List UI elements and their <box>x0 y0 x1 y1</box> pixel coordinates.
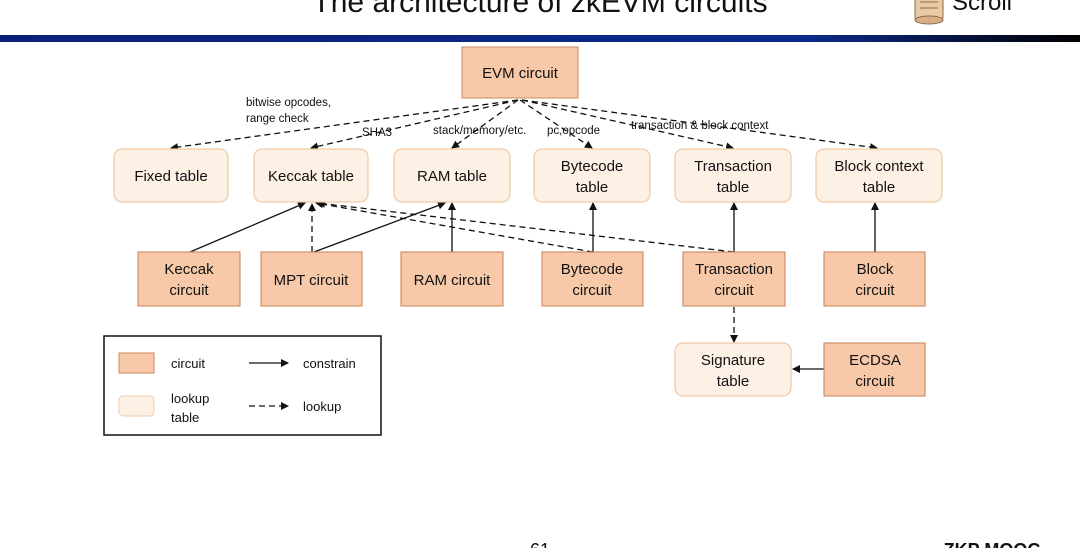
svg-text:Block context: Block context <box>834 158 924 175</box>
svg-text:Transaction: Transaction <box>694 158 772 175</box>
svg-text:Bytecode: Bytecode <box>561 158 624 175</box>
svg-text:Block: Block <box>857 261 894 278</box>
legend-table-label-1: lookup <box>171 391 209 406</box>
legend-constrain-label: constrain <box>303 356 356 371</box>
legend: circuit lookup table constrain lookup <box>103 335 382 436</box>
svg-text:table: table <box>576 179 609 196</box>
mpt-circuit-node: MPT circuit <box>260 251 363 307</box>
legend-table-swatch <box>118 395 155 417</box>
svg-text:table: table <box>717 373 750 390</box>
keccak-circuit-node: Keccak circuit <box>137 251 241 307</box>
header-bar <box>0 35 1080 42</box>
edge-label-range-check: range check <box>246 113 309 125</box>
svg-text:table: table <box>717 179 750 196</box>
page-number: 61 <box>530 540 550 548</box>
svg-text:Fixed table: Fixed table <box>134 168 207 185</box>
legend-circuit-swatch <box>118 352 155 374</box>
svg-text:ECDSA: ECDSA <box>849 352 901 369</box>
constrain-edges <box>189 201 879 373</box>
transaction-circuit-node: Transaction circuit <box>682 251 786 307</box>
svg-text:circuit: circuit <box>572 282 612 299</box>
svg-text:Signature: Signature <box>701 352 765 369</box>
fixed-table-node: Fixed table <box>113 148 229 203</box>
signature-table-node: Signature table <box>674 342 792 397</box>
keccak-table-node: Keccak table <box>253 148 369 203</box>
legend-table-label-2: table <box>171 410 199 425</box>
svg-text:table: table <box>863 179 896 196</box>
svg-text:circuit: circuit <box>714 282 754 299</box>
edge-label-stack: stack/memory/etc. <box>433 125 526 137</box>
edge-label-tx-block: transaction & block context <box>631 120 769 132</box>
svg-text:Keccak: Keccak <box>164 261 214 278</box>
transaction-table-node: Transaction table <box>674 148 792 203</box>
edge-label-sha3: SHA3 <box>362 127 392 139</box>
bytecode-table-node: Bytecode table <box>533 148 651 203</box>
legend-lookup-label: lookup <box>303 399 341 414</box>
ram-table-node: RAM table <box>393 148 511 203</box>
legend-circuit-label: circuit <box>171 356 205 371</box>
lookup-edges <box>170 99 878 343</box>
svg-text:MPT circuit: MPT circuit <box>274 272 350 289</box>
svg-text:EVM circuit: EVM circuit <box>482 65 559 82</box>
footer-text: ZKP MOOC <box>944 540 1041 548</box>
svg-text:Transaction: Transaction <box>695 261 773 278</box>
block-context-table-node: Block context table <box>815 148 943 203</box>
svg-text:RAM table: RAM table <box>417 168 487 185</box>
svg-text:circuit: circuit <box>855 282 895 299</box>
svg-text:circuit: circuit <box>169 282 209 299</box>
edge-label-pc: pc,opcode <box>547 125 600 137</box>
evm-circuit-node: EVM circuit <box>461 46 579 99</box>
ram-circuit-node: RAM circuit <box>400 251 504 307</box>
logo-text: Scroll <box>952 0 1012 16</box>
ecdsa-circuit-node: ECDSA circuit <box>823 342 926 397</box>
svg-text:Keccak table: Keccak table <box>268 168 354 185</box>
scroll-logo-icon <box>914 0 944 25</box>
edge-label-bitwise: bitwise opcodes, <box>246 97 331 109</box>
svg-text:circuit: circuit <box>855 373 895 390</box>
bytecode-circuit-node: Bytecode circuit <box>541 251 644 307</box>
slide-title: The architecture of zkEVM circuits <box>312 0 767 19</box>
svg-text:Bytecode: Bytecode <box>561 261 624 278</box>
svg-text:RAM circuit: RAM circuit <box>414 272 492 289</box>
block-circuit-node: Block circuit <box>823 251 926 307</box>
